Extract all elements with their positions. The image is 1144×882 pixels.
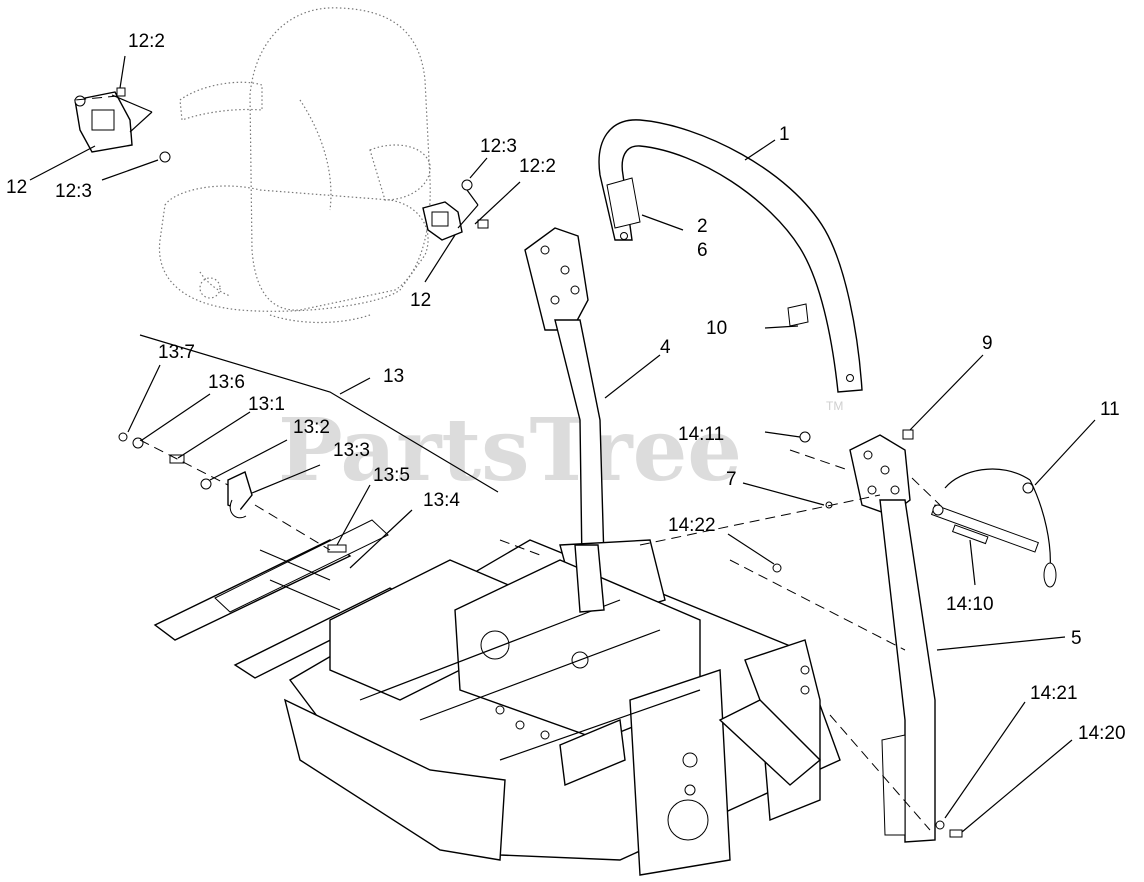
callout-13-1: 13:1 bbox=[248, 394, 285, 415]
rops-left-upright bbox=[524, 227, 605, 566]
callout-13-6: 13:6 bbox=[208, 372, 245, 393]
callout-11: 11 bbox=[1100, 399, 1120, 420]
callout-12-middle: 12 bbox=[410, 290, 431, 311]
assembly-lines bbox=[74, 95, 941, 831]
callout-14-22: 14:22 bbox=[668, 515, 716, 536]
rops-right-upright bbox=[849, 434, 936, 843]
callout-13-7: 13:7 bbox=[158, 342, 195, 363]
callout-14-10: 14:10 bbox=[946, 594, 994, 615]
seat-belt-buckle-left bbox=[74, 87, 171, 163]
callout-14-21: 14:21 bbox=[1030, 683, 1078, 704]
hardware-pieces bbox=[772, 429, 963, 838]
watermark-trademark: TM bbox=[826, 399, 843, 413]
pin-and-lanyard bbox=[930, 468, 1057, 588]
main-frame bbox=[283, 539, 841, 876]
callout-labels: 1 2 6 4 10 9 11 14:11 7 14:22 14:10 5 14… bbox=[6, 31, 1126, 744]
rops-upper-hoop bbox=[598, 119, 863, 393]
callout-7: 7 bbox=[726, 469, 737, 490]
callout-12-left: 12 bbox=[6, 177, 27, 198]
seat-drawing bbox=[158, 7, 431, 324]
callout-12-3-middle: 12:3 bbox=[480, 136, 517, 157]
callout-1: 1 bbox=[779, 124, 790, 145]
callout-13-4: 13:4 bbox=[423, 490, 460, 511]
callout-12-2-left: 12:2 bbox=[128, 31, 165, 52]
callout-4: 4 bbox=[660, 337, 671, 358]
callout-13-5: 13:5 bbox=[373, 465, 410, 486]
callout-12-3-left: 12:3 bbox=[55, 181, 92, 202]
leader-lines bbox=[29, 55, 1096, 833]
callout-14-20: 14:20 bbox=[1078, 723, 1126, 744]
callout-14-11: 14:11 bbox=[678, 424, 724, 445]
callout-5: 5 bbox=[1071, 628, 1082, 649]
callout-12-2-middle: 12:2 bbox=[519, 156, 556, 177]
callout-10: 10 bbox=[706, 318, 727, 339]
callout-13: 13 bbox=[383, 366, 404, 387]
callout-13-3: 13:3 bbox=[333, 440, 370, 461]
seat-belt-buckle-middle bbox=[422, 179, 489, 241]
callout-9: 9 bbox=[982, 333, 993, 354]
callout-2: 2 bbox=[697, 216, 708, 237]
watermark-text: PartsTree bbox=[278, 400, 742, 501]
callout-6: 6 bbox=[697, 240, 708, 261]
callout-13-2: 13:2 bbox=[293, 417, 330, 438]
